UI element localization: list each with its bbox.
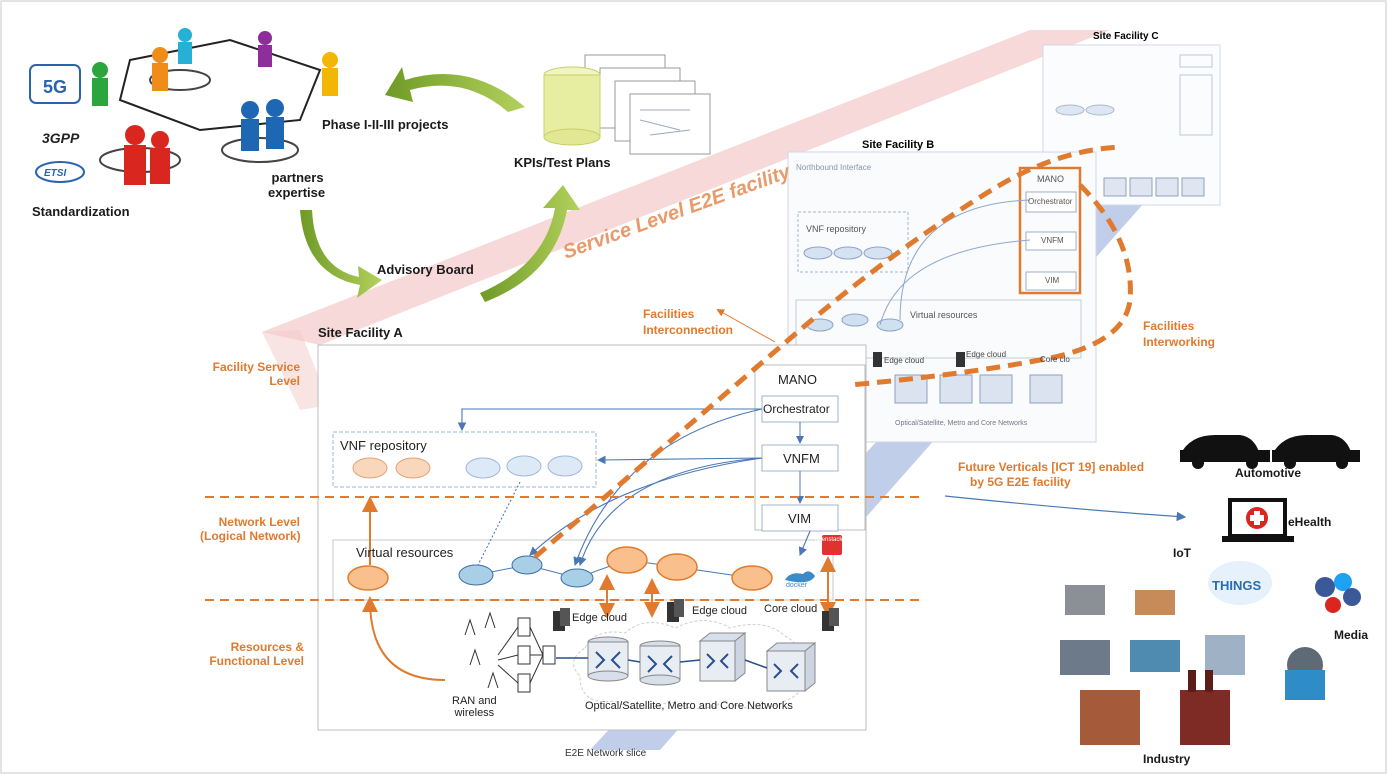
logo-3gpp-text: 3GPP — [42, 130, 80, 146]
site-c-title: Site Facility C — [1093, 31, 1159, 42]
vr-node-blue-1 — [458, 564, 494, 586]
vr-node-orange-4 — [731, 565, 773, 591]
facilities-interworking-line — [849, 183, 1133, 388]
mano-a-label: MANO — [778, 372, 817, 387]
networks-b-label: Optical/Satellite, Metro and Core Networ… — [895, 420, 1028, 427]
iot-label: IoT — [1173, 546, 1191, 560]
docker-label: docker — [786, 582, 808, 589]
vim-a-label: VIM — [788, 511, 812, 526]
media-label: Media — [1334, 628, 1369, 642]
network-switches — [556, 631, 817, 693]
industry-label: Industry — [1143, 752, 1191, 766]
mano-a-column — [754, 364, 866, 532]
interconnection-pointer — [716, 309, 776, 343]
industry-graphics — [1060, 585, 1245, 745]
logo-5g-text: 5G — [43, 77, 67, 97]
vim-b-label: VIM — [1045, 276, 1060, 285]
media-graphics — [1285, 573, 1361, 700]
virtual-resources-a-label: Virtual resources — [356, 545, 454, 560]
standardization-logos: 5G 3GPP ETSI — [29, 64, 85, 183]
orchestrator-a-label: Orchestrator — [763, 402, 830, 416]
automotive-label: Automotive — [1235, 466, 1301, 480]
openstack-icon — [822, 535, 842, 555]
vr-node-blue-2 — [511, 555, 543, 575]
vnfm-a-label: VNFM — [783, 451, 820, 466]
network-level-label: Network Level(Logical Network) — [200, 515, 301, 543]
standardization-label: Standardization — [32, 204, 130, 219]
ehealth-label: eHealth — [1288, 515, 1332, 529]
northbound-b-label: Northbound Interface — [796, 163, 872, 172]
vnfm-b-label: VNFM — [1041, 236, 1064, 245]
edge-cloud-b2-label: Edge cloud — [966, 350, 1007, 359]
orchestrator-b-label: Orchestrator — [1028, 197, 1073, 206]
iot-things-graphic: THINGS — [1208, 561, 1272, 605]
docker-icon — [785, 571, 815, 583]
edge-cloud-b1-label: Edge cloud — [884, 356, 925, 365]
edge-cloud-2-label: Edge cloud — [692, 605, 748, 617]
server-icons — [553, 352, 965, 631]
vr-node-blue-3 — [560, 568, 594, 588]
ran-elements — [464, 611, 556, 693]
facilities-interconnection-line — [533, 144, 1121, 559]
edge-cloud-1-label: Edge cloud — [572, 612, 628, 624]
e2e-network-slice-label: E2E Network slice — [565, 748, 647, 759]
virtual-resources-b-label: Virtual resources — [910, 310, 978, 320]
automotive-graphic — [1180, 435, 1360, 469]
service-level-band — [262, 30, 1110, 345]
core-cloud-b-label: Core clo — [1040, 355, 1070, 364]
vnf-repository-a-label: VNF repository — [340, 438, 427, 453]
layer-arrows — [362, 496, 836, 681]
phase-projects-label: Phase I-II-III projects — [322, 117, 449, 132]
virtual-resource-nodes — [347, 546, 773, 591]
openstack-label: openstack — [815, 537, 843, 543]
resources-level-label: Resources &Functional Level — [209, 640, 304, 668]
people-network-graphic — [88, 28, 348, 208]
facility-service-band — [262, 330, 330, 410]
advisory-board-label: Advisory Board — [377, 262, 474, 277]
vnf-repository-b-label: VNF repository — [806, 224, 867, 234]
partners-expertise-label: partners expertise — [268, 170, 326, 200]
green-flow-arrows — [300, 67, 580, 302]
vr-node-orange-2 — [606, 546, 648, 574]
vr-node-orange-1 — [347, 565, 389, 591]
vnf-repository-a — [332, 431, 597, 488]
site-a-title: Site Facility A — [318, 325, 403, 340]
logo-etsi-text: ETSI — [44, 168, 66, 179]
mano-b-label: MANO — [1037, 174, 1064, 184]
kpis-test-plans-label: KPIs/Test Plans — [514, 155, 611, 170]
networks-a-label: Optical/Satellite, Metro and Core Networ… — [585, 700, 793, 712]
kpi-document-stack — [543, 54, 711, 155]
site-b-title: Site Facility B — [862, 139, 935, 151]
core-cloud-label: Core cloud — [764, 603, 818, 615]
svg-text:THINGS: THINGS — [1212, 578, 1261, 593]
verticals-arrow — [944, 495, 1187, 522]
ehealth-laptop-graphic — [1222, 498, 1294, 542]
vr-node-orange-3 — [656, 553, 698, 581]
